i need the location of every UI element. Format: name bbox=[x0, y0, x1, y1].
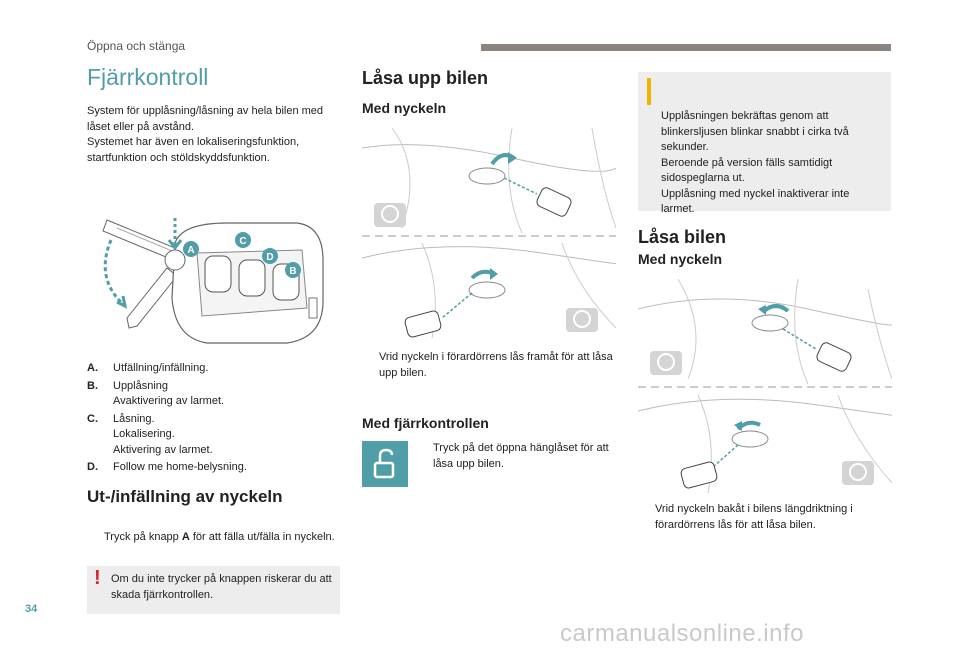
definition-b: B. Upplåsning Avaktivering av larmet. bbox=[87, 379, 337, 410]
arrow-bullet-icon bbox=[87, 530, 104, 546]
unlock-key-text: Vrid nyckeln i förardörrens lås framåt f… bbox=[379, 351, 613, 379]
page-number: 34 bbox=[25, 603, 38, 615]
info-icon bbox=[647, 78, 651, 105]
page-title: Fjärrkontroll bbox=[87, 64, 209, 90]
warning-callout: ! Om du inte trycker på knappen riskerar… bbox=[87, 566, 340, 614]
label-c: C bbox=[239, 236, 246, 247]
definition-key: D. bbox=[87, 461, 98, 473]
definition-key: C. bbox=[87, 412, 98, 425]
definition-key: A. bbox=[87, 362, 98, 374]
remote-key-illustration: A C D B bbox=[102, 218, 324, 344]
fold-step-text-end: för att fälla ut/fälla in nyckeln. bbox=[189, 531, 335, 543]
watermark: carmanualsonline.info bbox=[560, 620, 804, 647]
arrow-bullet-icon bbox=[416, 441, 433, 472]
unlock-key-subheading: Med nyckeln bbox=[362, 100, 447, 116]
warning-text: Om du inte trycker på knappen riskerar d… bbox=[111, 573, 332, 601]
unlock-heading: Låsa upp bilen bbox=[362, 68, 489, 88]
label-a: A bbox=[187, 245, 194, 256]
info-callout: Upplåsningen bekräftas genom att blinker… bbox=[638, 72, 891, 215]
header-bar bbox=[481, 44, 891, 51]
unlock-key-step: Vrid nyckeln i förardörrens lås framåt f… bbox=[362, 350, 616, 381]
info-text: Upplåsningen bekräftas genom att blinker… bbox=[661, 110, 850, 215]
open-padlock-icon bbox=[362, 441, 408, 487]
unlock-remote-step: Tryck på det öppna hänglåset för att lås… bbox=[416, 441, 616, 472]
label-d: D bbox=[266, 252, 273, 263]
lock-key-text: Vrid nyckeln bakåt i bilens längdriktnin… bbox=[655, 503, 853, 531]
fold-step-text: Tryck på knapp bbox=[104, 531, 182, 543]
section-header: Öppna och stänga bbox=[87, 39, 186, 53]
lock-key-subheading: Med nyckeln bbox=[638, 251, 723, 267]
definition-value: Upplåsning Avaktivering av larmet. bbox=[113, 379, 225, 408]
definition-value: Låsning. Lokalisering. Aktivering av lar… bbox=[113, 412, 213, 456]
definition-key: B. bbox=[87, 379, 98, 392]
arrow-bullet-icon bbox=[362, 350, 379, 381]
definition-value: Utfällning/infällning. bbox=[113, 362, 209, 374]
unlock-key-illustration bbox=[362, 128, 616, 338]
intro-text: System för upplåsning/låsning av hela bi… bbox=[87, 105, 324, 164]
fold-step-key: A bbox=[181, 531, 190, 543]
label-b: B bbox=[289, 266, 296, 277]
lock-key-illustration bbox=[638, 279, 892, 493]
lock-heading: Låsa bilen bbox=[638, 227, 727, 247]
fold-heading: Ut-/infällning av nyckeln bbox=[87, 487, 283, 506]
unlock-remote-subheading: Med fjärrkontrollen bbox=[362, 415, 489, 431]
lock-key-step: Vrid nyckeln bakåt i bilens längdriktnin… bbox=[638, 502, 892, 533]
definition-d: D. Follow me home-belysning. bbox=[87, 460, 337, 476]
arrow-bullet-icon bbox=[638, 502, 655, 533]
definition-a: A. Utfällning/infällning. bbox=[87, 361, 337, 377]
definition-list: A. Utfällning/infällning. B. Upplåsning Av… bbox=[87, 361, 337, 478]
definition-value: Follow me home-belysning. bbox=[113, 461, 247, 473]
definition-c: C. Låsning. Lokalisering. Aktivering av l… bbox=[87, 412, 337, 459]
fold-step: Tryck på knapp A för att fälla ut/fälla … bbox=[87, 530, 337, 546]
warning-icon: ! bbox=[94, 567, 101, 589]
unlock-remote-text: Tryck på det öppna hänglåset för att lås… bbox=[433, 442, 609, 470]
